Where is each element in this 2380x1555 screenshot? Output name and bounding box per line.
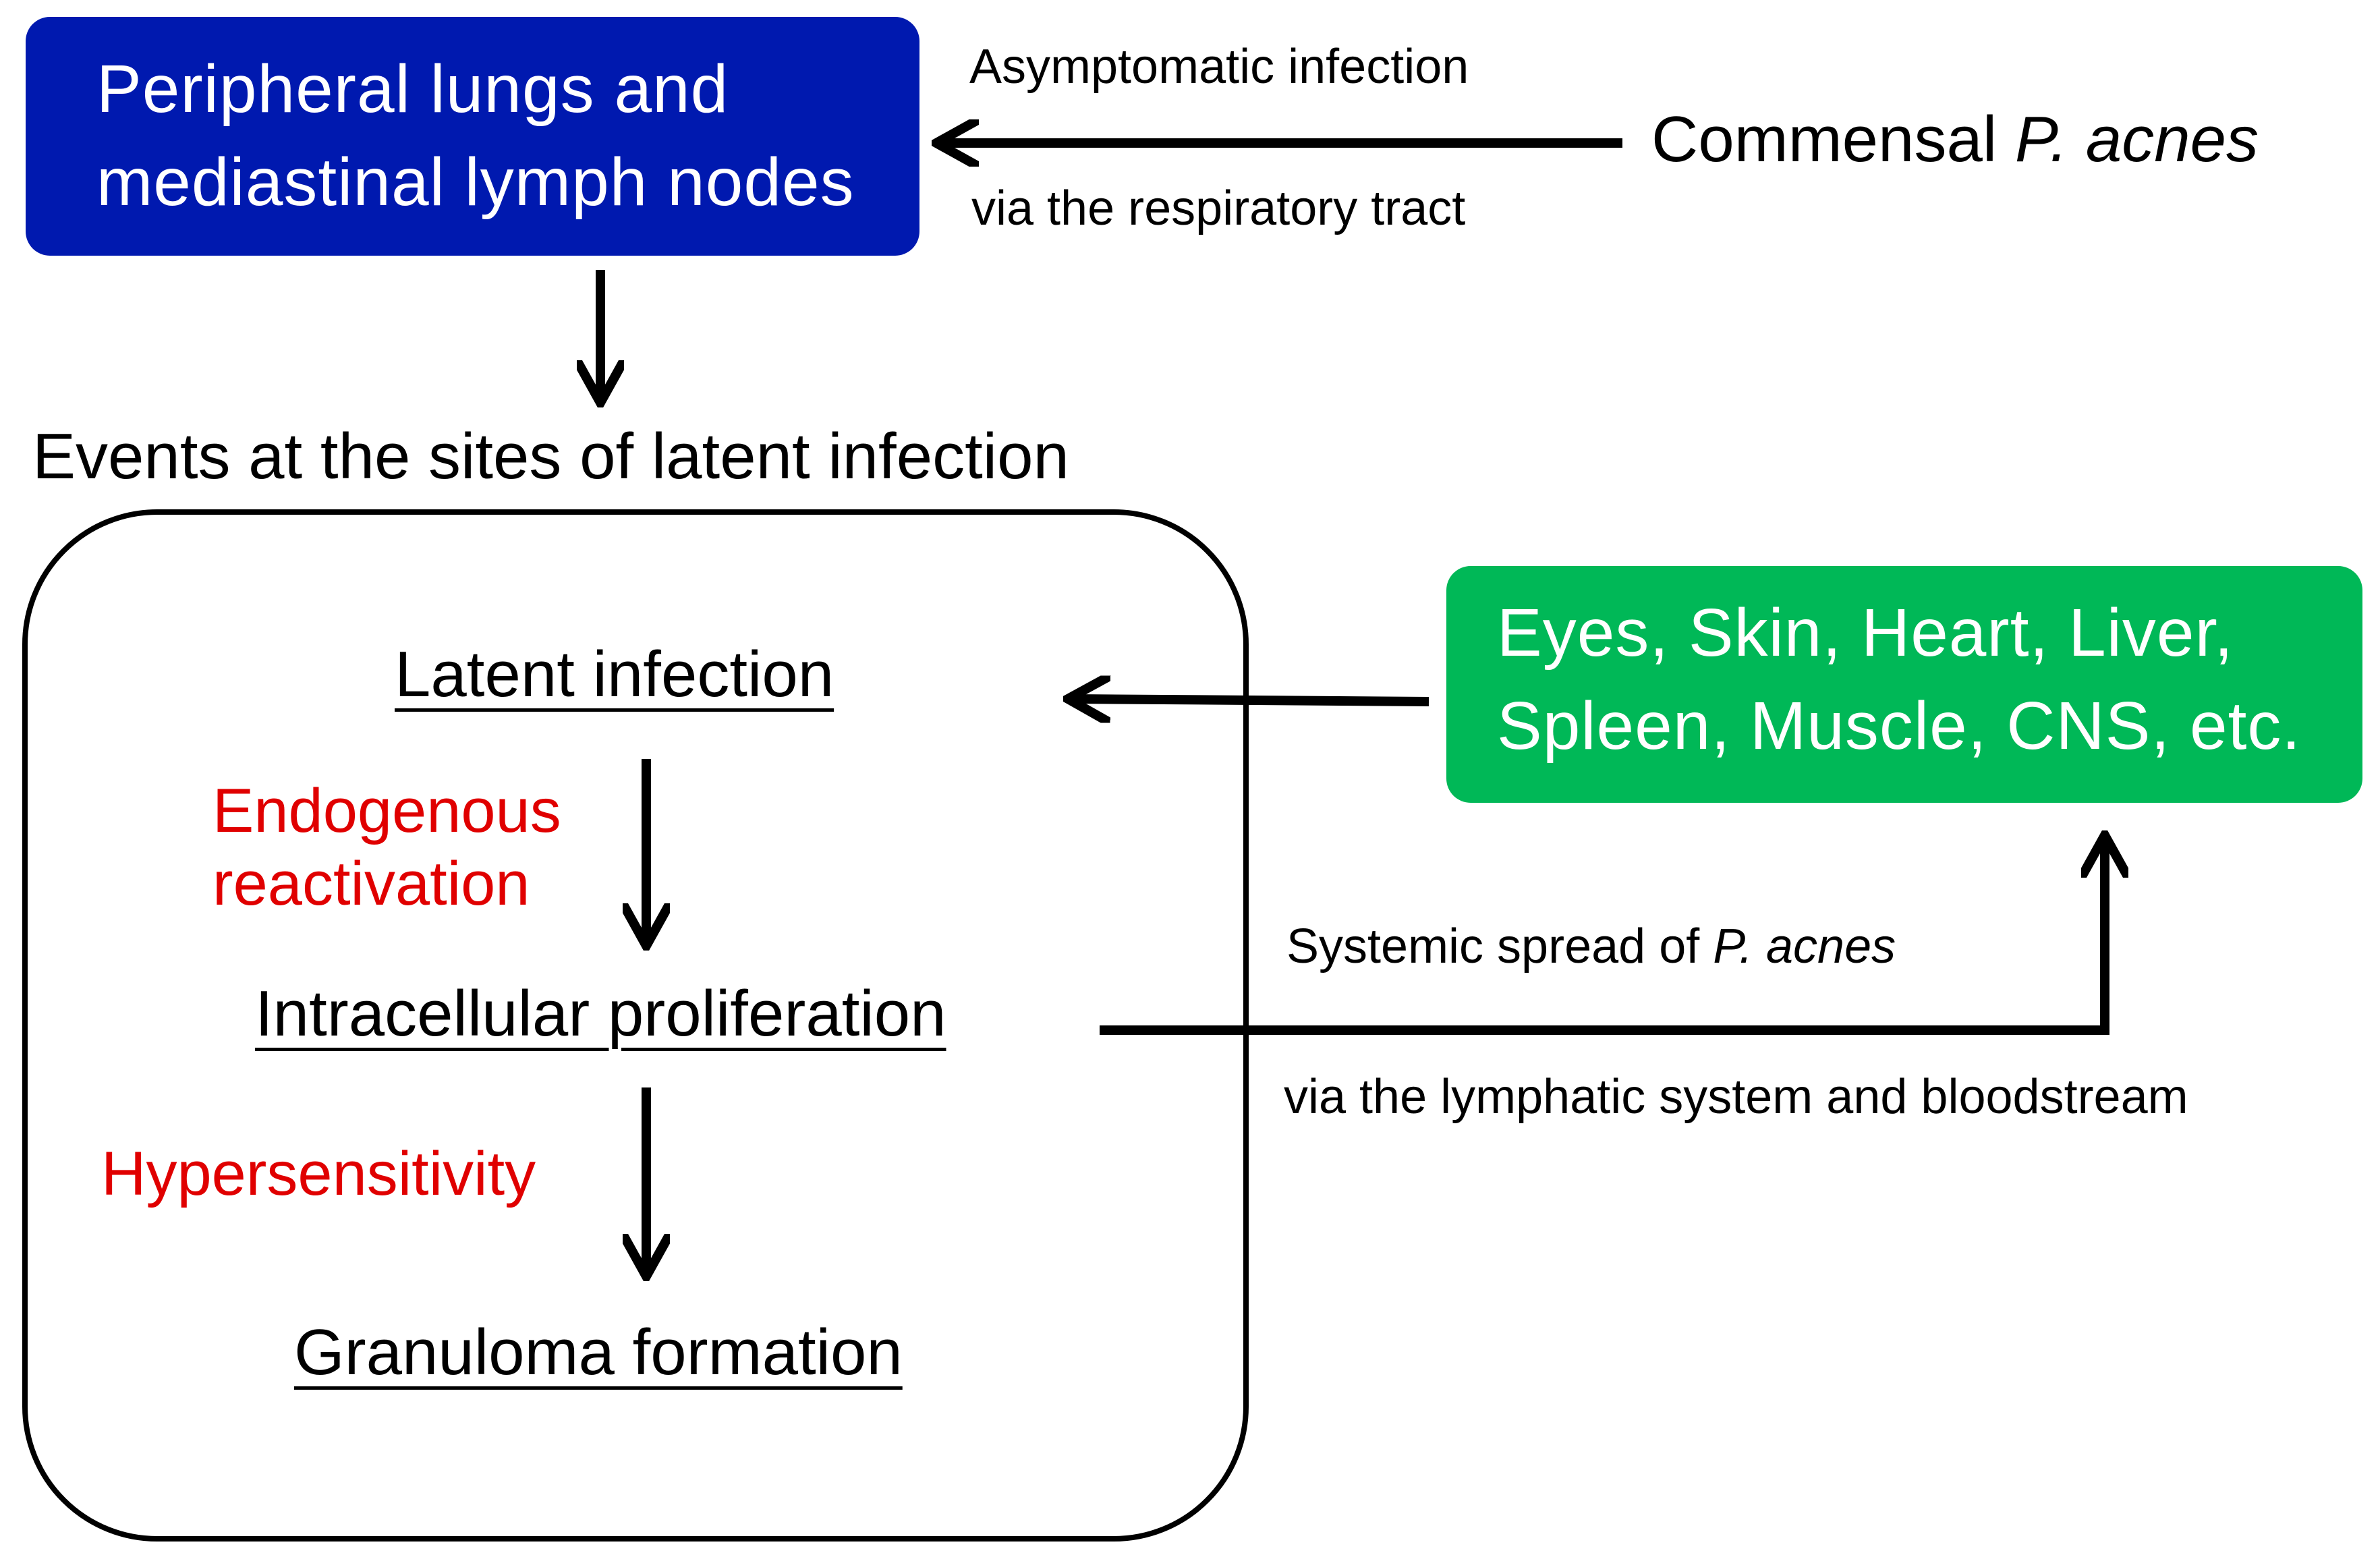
edge-label-systemic-spread: Systemic spread of P. acnes xyxy=(1286,919,1896,974)
commensal-species: P. acnes xyxy=(2014,103,2259,175)
arrow-organs-to-latent xyxy=(1073,699,1429,702)
step-granuloma-formation: Granuloma formation xyxy=(294,1316,903,1388)
lungs-node-line2: mediastinal lymph nodes xyxy=(96,144,855,220)
label-endogenous: Endogenous xyxy=(213,776,561,845)
systemic-prefix: Systemic spread of xyxy=(1286,920,1713,973)
commensal-node: Commensal P. acnes xyxy=(1651,103,2259,177)
label-reactivation: reactivation xyxy=(213,849,530,918)
label-endogenous-reactivation: Endogenous reactivation xyxy=(213,774,561,920)
edge-label-respiratory: via the respiratory tract xyxy=(971,181,1466,235)
organs-node: Eyes, Skin, Heart, Liver, Spleen, Muscle… xyxy=(1446,566,2362,803)
label-hypersensitivity: Hypersensitivity xyxy=(101,1139,536,1208)
edge-label-asymptomatic: Asymptomatic infection xyxy=(969,40,1469,94)
events-container xyxy=(22,509,1249,1542)
lungs-node-line1: Peripheral lungs and xyxy=(96,51,729,127)
events-title: Events at the sites of latent infection xyxy=(32,420,1069,492)
lungs-node: Peripheral lungs and mediastinal lymph n… xyxy=(26,17,919,256)
arrow-proliferation-to-organs xyxy=(1100,840,2105,1035)
organs-node-line1: Eyes, Skin, Heart, Liver, xyxy=(1497,595,2234,671)
step-intracellular-proliferation: Intracellular proliferation xyxy=(255,978,946,1050)
organs-node-line2: Spleen, Muscle, CNS, etc. xyxy=(1497,688,2302,764)
commensal-prefix: Commensal xyxy=(1651,103,2015,175)
edge-label-lymphatic: via the lymphatic system and bloodstream xyxy=(1284,1070,2188,1124)
step-latent-infection: Latent infection xyxy=(395,638,834,710)
systemic-species: P. acnes xyxy=(1713,920,1896,973)
